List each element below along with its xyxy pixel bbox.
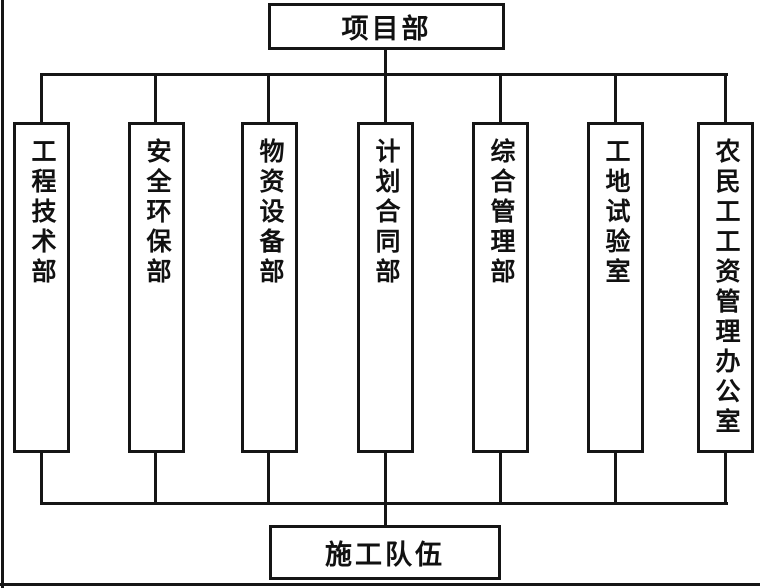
- dept-label: 综合管理部: [487, 138, 515, 288]
- dept-box-general-management: 综合管理部: [472, 122, 529, 453]
- connector-rise-6: [614, 450, 617, 503]
- page-border-left-line: [1, 0, 4, 588]
- connector-drop-2: [154, 73, 157, 123]
- connector-drop-5: [499, 73, 502, 123]
- connector-drop-4: [384, 73, 387, 123]
- dept-box-materials-equipment: 物资设备部: [241, 122, 298, 453]
- dept-box-migrant-worker-wage-office: 农民工工资管理办公室: [697, 122, 754, 453]
- root-box-project-department: 项目部: [268, 3, 505, 50]
- connector-drop-3: [267, 73, 270, 123]
- dept-box-engineering-tech: 工程技术部: [13, 122, 70, 453]
- connector-drop-6: [614, 73, 617, 123]
- dept-label: 计划合同部: [372, 138, 400, 288]
- root-box-label: 项目部: [341, 14, 432, 44]
- dept-label: 物资设备部: [256, 138, 284, 288]
- connector-rise-7: [724, 450, 727, 503]
- page-border-bottom-line: [0, 583, 760, 586]
- connector-drop-7: [724, 73, 727, 123]
- dept-box-planning-contract: 计划合同部: [357, 122, 414, 453]
- connector-rise-2: [154, 450, 157, 503]
- connector-top-stem: [384, 48, 387, 76]
- connector-bottom-stem: [384, 502, 387, 528]
- dept-box-site-laboratory: 工地试验室: [587, 122, 644, 453]
- connector-rise-3: [267, 450, 270, 503]
- dept-label: 农民工工资管理办公室: [712, 138, 740, 438]
- connector-drop-1: [40, 73, 43, 123]
- bottom-box-label: 施工队伍: [325, 540, 445, 570]
- bottom-box-construction-crew: 施工队伍: [269, 525, 501, 580]
- connector-rise-4: [384, 450, 387, 503]
- connector-rise-5: [499, 450, 502, 503]
- dept-label: 安全环保部: [143, 138, 171, 288]
- dept-label: 工地试验室: [602, 138, 630, 288]
- connector-rise-1: [40, 450, 43, 503]
- dept-label: 工程技术部: [28, 138, 56, 288]
- dept-box-safety-environment: 安全环保部: [128, 122, 185, 453]
